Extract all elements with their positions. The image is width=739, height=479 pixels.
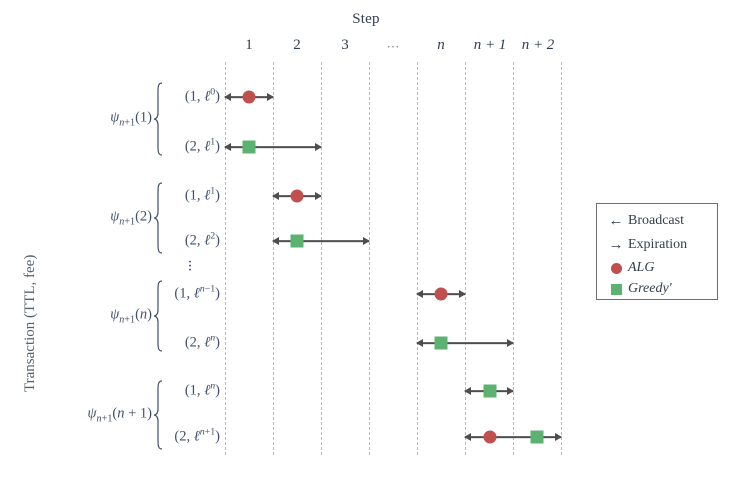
row-label-6: (1, ℓn) [184, 380, 220, 399]
broadcast-arrow-icon [416, 290, 423, 298]
gridline-step-n-plus-2 [561, 62, 562, 455]
vertical-ellipsis: ··· [187, 254, 193, 279]
alg-marker [434, 287, 448, 301]
expiration-arrow-icon [507, 387, 514, 395]
x-tick-1: 1 [245, 37, 253, 53]
group-label-psi-n-plus-1: ψn+1(n + 1) [87, 405, 152, 425]
x-tick-3: 3 [341, 37, 349, 53]
legend-entry-alg: ALG [606, 260, 654, 276]
group-brace-1 [153, 82, 163, 156]
legend-entry-broadcast: ← Broadcast [606, 213, 684, 229]
gridline-step-n [465, 62, 466, 455]
row-label-7: (2, ℓn+1) [174, 426, 220, 445]
greedy-marker [483, 384, 497, 398]
legend-label-alg: ALG [628, 260, 655, 275]
row-label-1: (2, ℓ1) [184, 136, 220, 155]
x-tick-n-plus-1: n + 1 [473, 37, 507, 53]
right-arrow-icon: → [608, 236, 624, 253]
legend-box: ← Broadcast → Expiration ALG Greedy' [596, 203, 718, 300]
legend-label-broadcast: Broadcast [628, 213, 684, 228]
broadcast-arrow-icon [416, 339, 423, 347]
interval-shaft [417, 342, 513, 344]
x-tick-n: n [437, 37, 445, 53]
group-label-psi-2: ψn+1(2) [110, 208, 152, 228]
alg-circle-icon [606, 262, 626, 274]
gridline-step-n-minus [417, 62, 418, 455]
broadcast-arrow-icon [224, 143, 231, 151]
y-axis-title: Transaction (TTL, fee) [22, 254, 38, 392]
group-brace-2 [153, 182, 163, 254]
group-label-psi-1: ψn+1(1) [110, 109, 152, 129]
gridline-step-dots [369, 62, 370, 455]
gridline-step-1 [225, 62, 226, 455]
group-brace-3 [153, 280, 163, 352]
expiration-arrow-icon [507, 339, 514, 347]
interval-shaft [225, 146, 321, 148]
gridline-step-n-plus-1 [513, 62, 514, 455]
legend-entry-greedy: Greedy' [606, 281, 672, 297]
x-axis-title: Step [352, 11, 380, 27]
x-tick-n-plus-2: n + 2 [521, 37, 555, 53]
broadcast-arrow-icon [272, 192, 279, 200]
group-brace-4 [153, 380, 163, 450]
alg-marker [483, 430, 497, 444]
row-label-5: (2, ℓn) [184, 332, 220, 351]
group-label-psi-n: ψn+1(n) [110, 306, 152, 326]
expiration-arrow-icon [363, 237, 370, 245]
broadcast-arrow-icon [464, 387, 471, 395]
gridline-step-2 [273, 62, 274, 455]
row-label-3: (2, ℓ2) [184, 230, 220, 249]
expiration-arrow-icon [315, 143, 322, 151]
greedy-marker [242, 140, 256, 154]
x-tick-ellipsis: ··· [386, 39, 400, 54]
expiration-arrow-icon [555, 433, 562, 441]
expiration-arrow-icon [459, 290, 466, 298]
row-label-2: (1, ℓ1) [184, 185, 220, 204]
legend-label-greedy: Greedy' [628, 281, 672, 296]
gridline-step-3 [321, 62, 322, 455]
broadcast-arrow-icon [272, 237, 279, 245]
broadcast-arrow-icon [224, 93, 231, 101]
greedy-marker [290, 234, 304, 248]
greedy-square-icon [606, 283, 626, 295]
row-label-4: (1, ℓn−1) [174, 283, 220, 302]
x-tick-2: 2 [293, 37, 301, 53]
expiration-arrow-icon [315, 192, 322, 200]
legend-label-expiration: Expiration [628, 237, 688, 252]
row-label-0: (1, ℓ0) [184, 86, 220, 105]
expiration-arrow-icon [267, 93, 274, 101]
broadcast-arrow-icon [464, 433, 471, 441]
alg-marker [242, 90, 256, 104]
alg-marker [290, 189, 304, 203]
interval-shaft [273, 240, 369, 242]
greedy-marker [434, 336, 448, 350]
greedy-marker [530, 430, 544, 444]
left-arrow-icon: ← [608, 212, 624, 229]
interval-shaft [465, 436, 561, 438]
legend-entry-expiration: → Expiration [606, 236, 688, 253]
